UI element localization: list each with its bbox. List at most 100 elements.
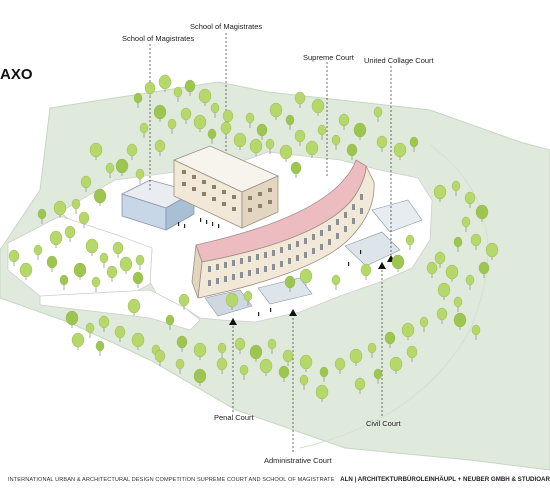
label-school-of-magistrates-left: School of Magistrates [122, 34, 195, 43]
tree-canopy [37, 208, 47, 220]
tree-canopy [409, 136, 419, 148]
tree-canopy [53, 200, 67, 216]
tree-canopy [437, 282, 451, 298]
tree-group [8, 74, 499, 402]
united-court-pavilion [371, 199, 423, 233]
tree-canopy [451, 180, 461, 192]
tree-canopy [71, 198, 81, 210]
label-administrative-court: Administrative Court [264, 456, 332, 465]
access-road-south [39, 289, 201, 331]
tree-canopy [331, 274, 341, 286]
tree-canopy [167, 118, 177, 130]
tree-canopy [464, 191, 476, 205]
tree-canopy [80, 175, 92, 189]
tree-canopy [453, 296, 463, 308]
tree-canopy [193, 114, 207, 130]
tree-canopy [475, 204, 489, 220]
tree-canopy [445, 264, 459, 280]
court-facade-inner [191, 244, 203, 299]
tree-canopy [153, 104, 167, 120]
tree-canopy [127, 298, 141, 314]
tree-canopy [465, 274, 475, 286]
tree-canopy [294, 129, 306, 143]
tree-canopy [434, 251, 446, 265]
tree-canopy [478, 261, 490, 275]
tree-canopy [115, 158, 129, 174]
tree-canopy [239, 364, 249, 376]
tree-canopy [133, 92, 143, 104]
tree-canopy [193, 342, 207, 358]
tree-canopy [259, 358, 273, 374]
tree-canopy [305, 140, 319, 156]
tree-canopy [95, 340, 105, 352]
tree-canopy [176, 335, 188, 349]
tree-canopy [8, 249, 20, 263]
tree-canopy [33, 244, 43, 256]
tree-canopy [299, 374, 309, 386]
tree-canopy [346, 143, 358, 157]
tree-canopy [290, 161, 302, 175]
tree-canopy [269, 102, 283, 118]
label-school-of-magistrates-right: School of Magistrates [190, 22, 263, 31]
tree-canopy [285, 114, 295, 126]
tree-canopy [243, 290, 253, 302]
tree-canopy [317, 124, 327, 136]
tree-canopy [64, 225, 76, 239]
tree-canopy [144, 81, 156, 95]
court-facade [197, 165, 375, 299]
tree-canopy [184, 79, 196, 93]
tree-canopy [384, 331, 396, 345]
tree-canopy [106, 265, 118, 279]
tree-canopy [132, 271, 144, 285]
tree-canopy [267, 338, 277, 350]
tree-canopy [319, 366, 329, 378]
tree-canopy [389, 356, 403, 372]
tree-canopy [65, 310, 79, 326]
tree-canopy [405, 234, 415, 246]
tree-canopy [180, 107, 192, 121]
tree-canopy [93, 188, 107, 204]
court-facade-windows [208, 194, 363, 286]
tree-canopy [175, 358, 185, 370]
tree-canopy [114, 325, 126, 339]
tree-canopy [406, 345, 418, 359]
people-figures [178, 218, 362, 316]
tree-canopy [353, 122, 367, 138]
tree-canopy [249, 344, 263, 360]
tree-canopy [245, 112, 255, 124]
label-united-collage-court: United Collage Court [364, 56, 434, 65]
tree-canopy [131, 332, 145, 348]
tree-canopy [139, 122, 149, 134]
tree-canopy [376, 135, 388, 149]
tree-canopy [233, 132, 247, 148]
tree-canopy [135, 254, 145, 266]
tree-canopy [311, 98, 325, 114]
tree-canopy [98, 315, 110, 329]
tree-canopy [265, 138, 275, 150]
tree-canopy [354, 377, 366, 391]
tree-canopy [331, 134, 341, 146]
site-east-edge [299, 144, 489, 449]
tree-canopy [165, 314, 175, 326]
civil-court-pavilion [344, 231, 401, 267]
tree-canopy [256, 123, 268, 137]
tree-canopy [278, 365, 290, 379]
tree-canopy [216, 357, 228, 371]
tree-canopy [49, 230, 63, 246]
label-penal-court: Penal Court [214, 413, 254, 422]
tree-canopy [426, 261, 438, 275]
tree-canopy [471, 324, 481, 336]
tree-canopy [71, 332, 85, 348]
tree-canopy [299, 268, 313, 284]
tree-canopy [135, 168, 145, 180]
tree-canopy [433, 184, 447, 200]
tree-canopy [284, 275, 296, 289]
tree-canopy [126, 143, 138, 157]
tree-canopy [85, 322, 95, 334]
tree-canopy [279, 144, 293, 160]
tree-canopy [225, 292, 239, 308]
tree-canopy [78, 211, 90, 225]
tree-canopy [461, 216, 471, 228]
tree-canopy [299, 354, 313, 370]
